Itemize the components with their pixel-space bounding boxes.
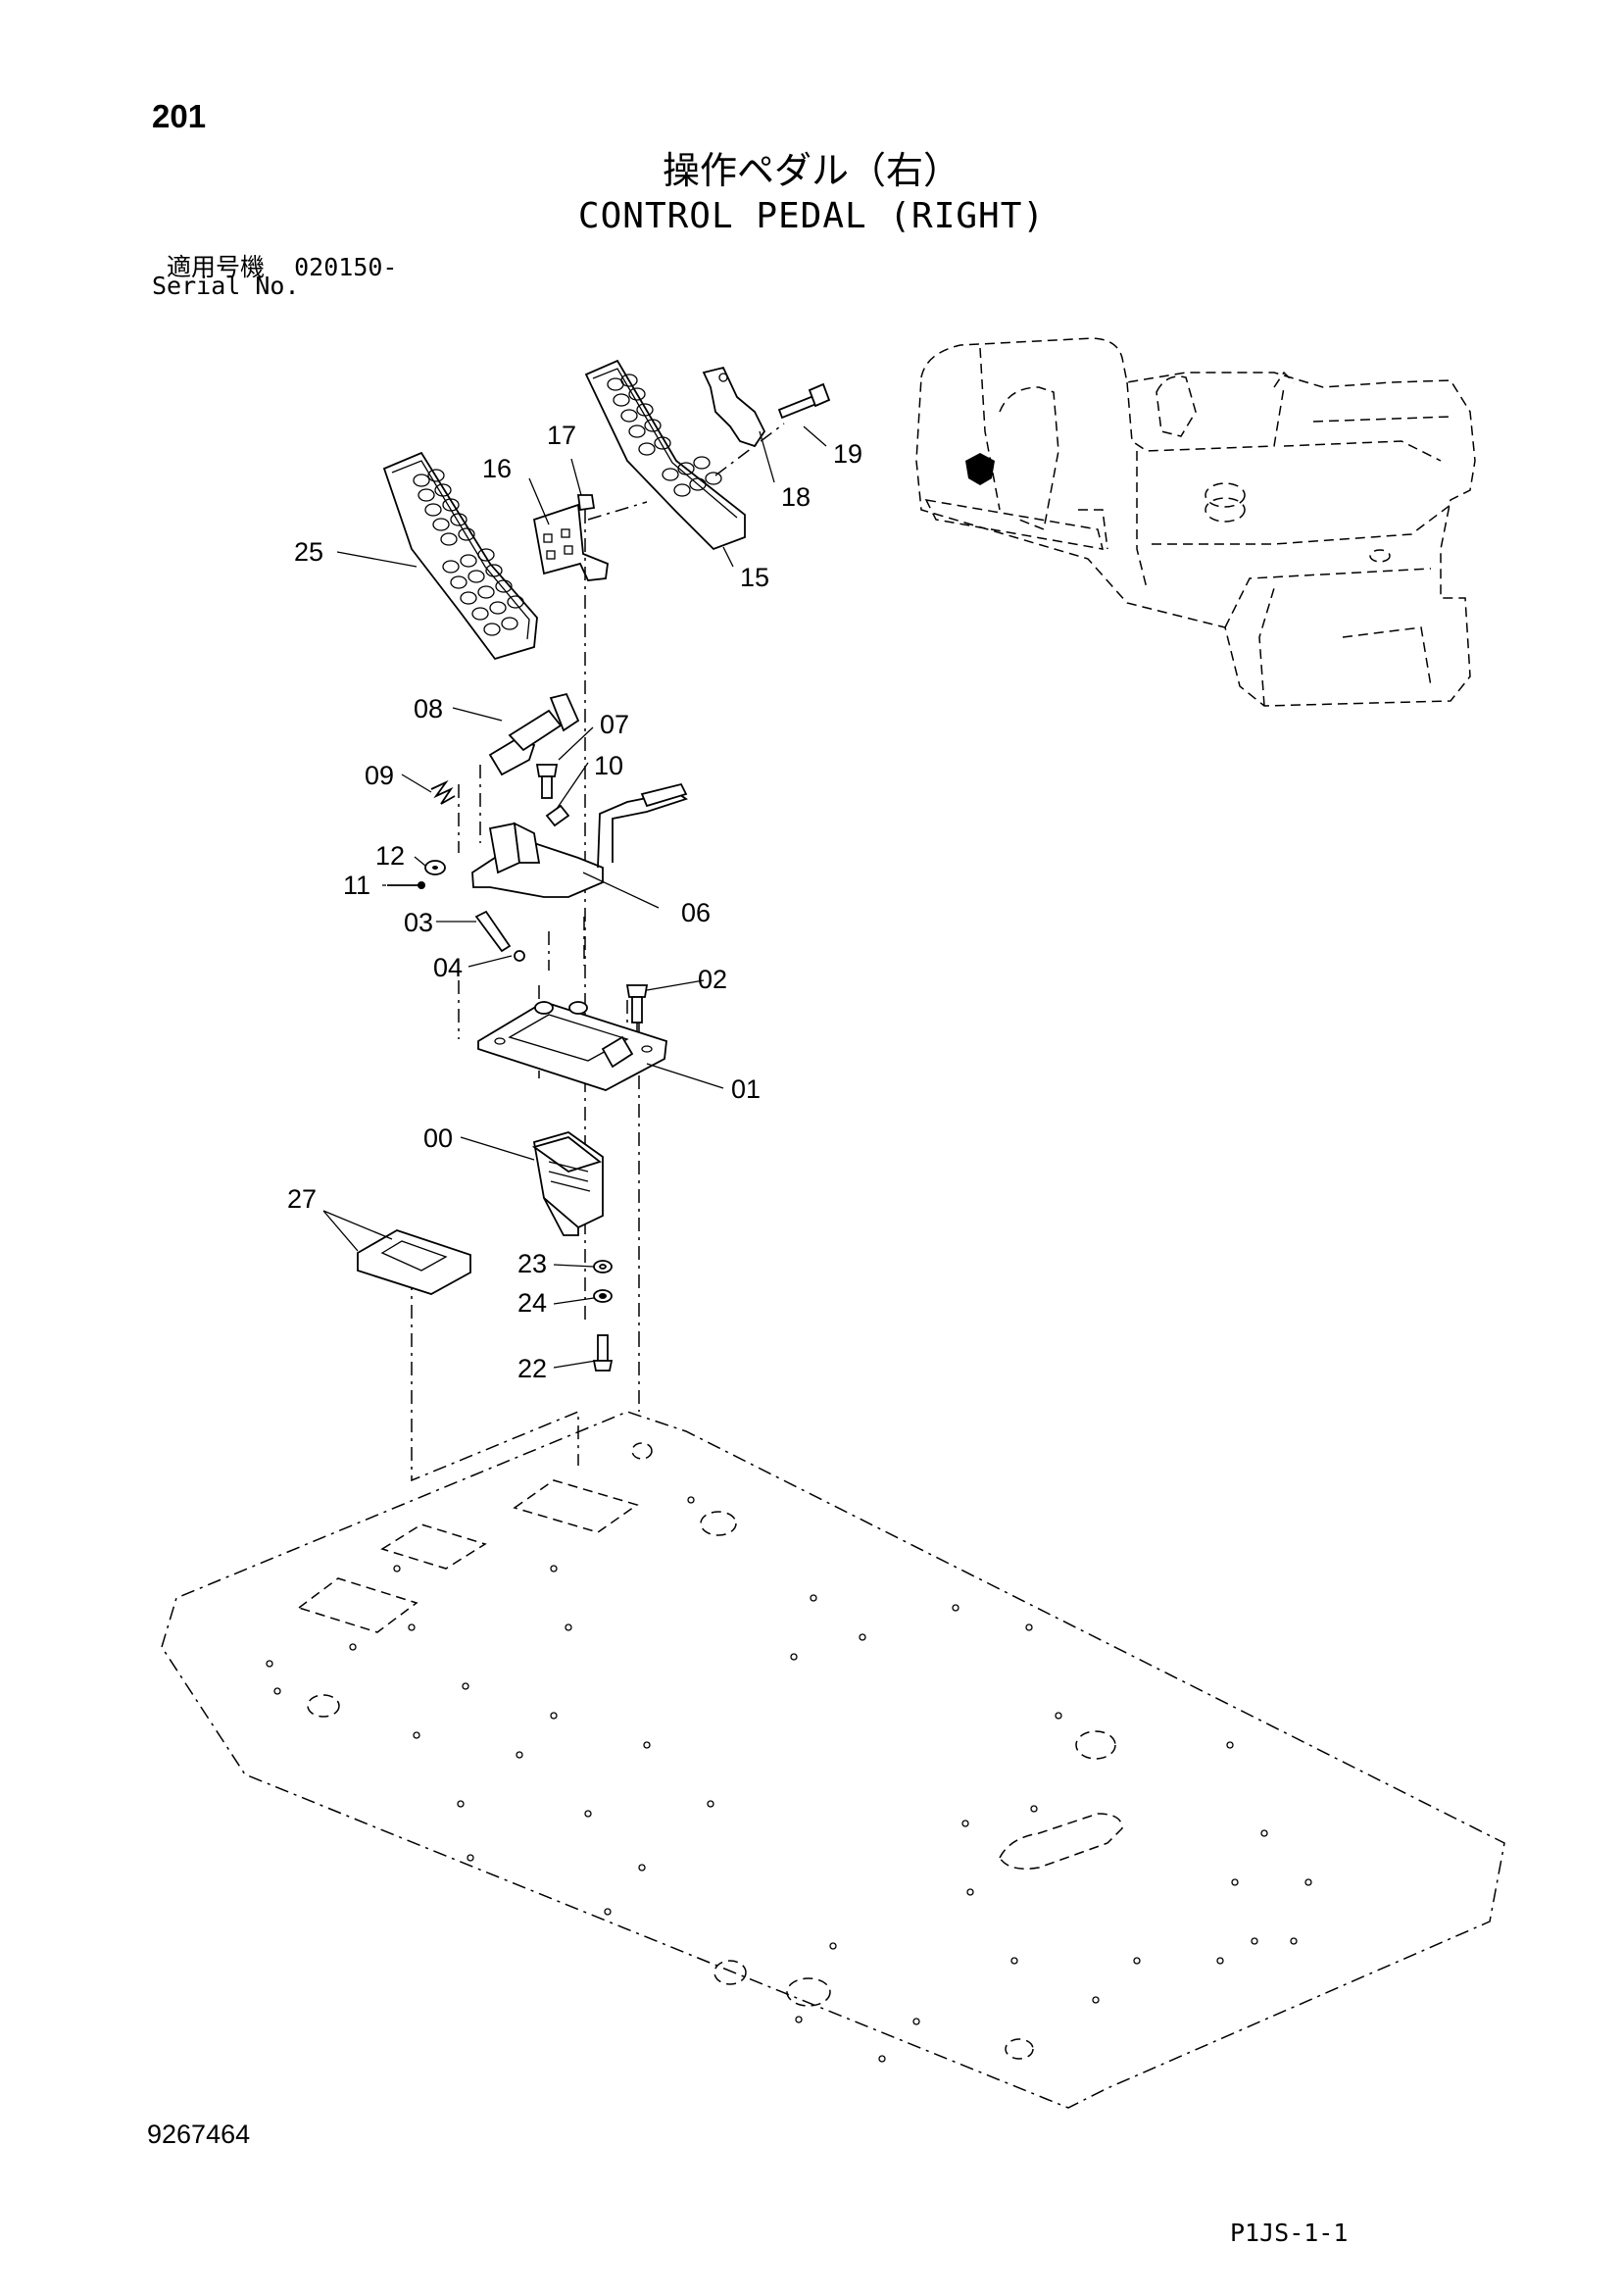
nut-part-17 <box>576 494 596 512</box>
page-title-japanese: 操作ペダル（右） <box>662 149 960 192</box>
callout-19: 19 <box>833 439 862 469</box>
callout-labels: 17 16 19 18 25 15 08 07 09 10 12 11 06 0… <box>287 421 862 1383</box>
callout-06: 06 <box>681 898 711 927</box>
washer-part-12 <box>424 860 446 875</box>
bolt-part-19 <box>777 382 831 420</box>
serial-label-english: Serial No. <box>152 272 300 300</box>
bolt-part-22 <box>592 1334 614 1372</box>
pilot-valve-part-00 <box>531 1131 604 1236</box>
callout-09: 09 <box>365 761 394 790</box>
base-plate-part-01 <box>477 1001 667 1091</box>
washer-part-23 <box>593 1260 613 1273</box>
lever-part-08 <box>488 692 580 776</box>
pin-part-03 <box>474 910 512 953</box>
serial-label-japanese: 適用号機 <box>167 253 266 281</box>
washer-part-24 <box>593 1289 613 1303</box>
callout-00: 00 <box>423 1123 453 1153</box>
callout-27: 27 <box>287 1184 317 1214</box>
drawing-number: 9267464 <box>147 2120 251 2149</box>
floor-plate-illustration <box>161 1411 1505 2109</box>
bracket-plate-part-06 <box>471 782 688 898</box>
page-number: 201 <box>152 98 207 134</box>
page-title-english: CONTROL PEDAL (RIGHT) <box>577 196 1046 236</box>
bracket-part-18 <box>702 366 766 448</box>
bracket-part-16 <box>532 503 609 581</box>
callout-10: 10 <box>594 751 623 780</box>
bolt-part-02 <box>625 984 649 1023</box>
callout-17: 17 <box>547 421 576 450</box>
spring-part-09 <box>430 779 456 805</box>
callout-03: 03 <box>404 908 433 937</box>
callout-08: 08 <box>414 694 443 724</box>
ball-part-04 <box>514 950 525 962</box>
machine-overview-illustration <box>915 337 1476 707</box>
callout-18: 18 <box>781 482 811 512</box>
callout-11: 11 <box>343 871 370 900</box>
mat-part-27 <box>357 1229 471 1295</box>
pin-part-10 <box>545 804 570 827</box>
screw-part-07 <box>535 764 559 799</box>
callout-24: 24 <box>517 1288 547 1318</box>
callout-15: 15 <box>740 563 769 592</box>
callout-16: 16 <box>482 454 512 483</box>
pin-part-11 <box>387 881 425 889</box>
serial-applicability: 適用号機 020150- <box>167 248 397 283</box>
pedal-part-15 <box>584 359 746 551</box>
serial-value: 020150- <box>294 253 398 281</box>
callout-01: 01 <box>731 1074 761 1104</box>
callout-25: 25 <box>294 537 323 567</box>
callout-04: 04 <box>433 953 463 982</box>
callout-22: 22 <box>517 1354 547 1383</box>
callout-23: 23 <box>517 1249 547 1278</box>
callout-07: 07 <box>600 710 629 739</box>
leader-lines <box>322 425 827 1369</box>
callout-12: 12 <box>375 841 405 871</box>
sheet-code: P1JS-1-1 <box>1230 2219 1349 2247</box>
pedal-part-25 <box>382 451 538 661</box>
callout-02: 02 <box>698 965 727 994</box>
